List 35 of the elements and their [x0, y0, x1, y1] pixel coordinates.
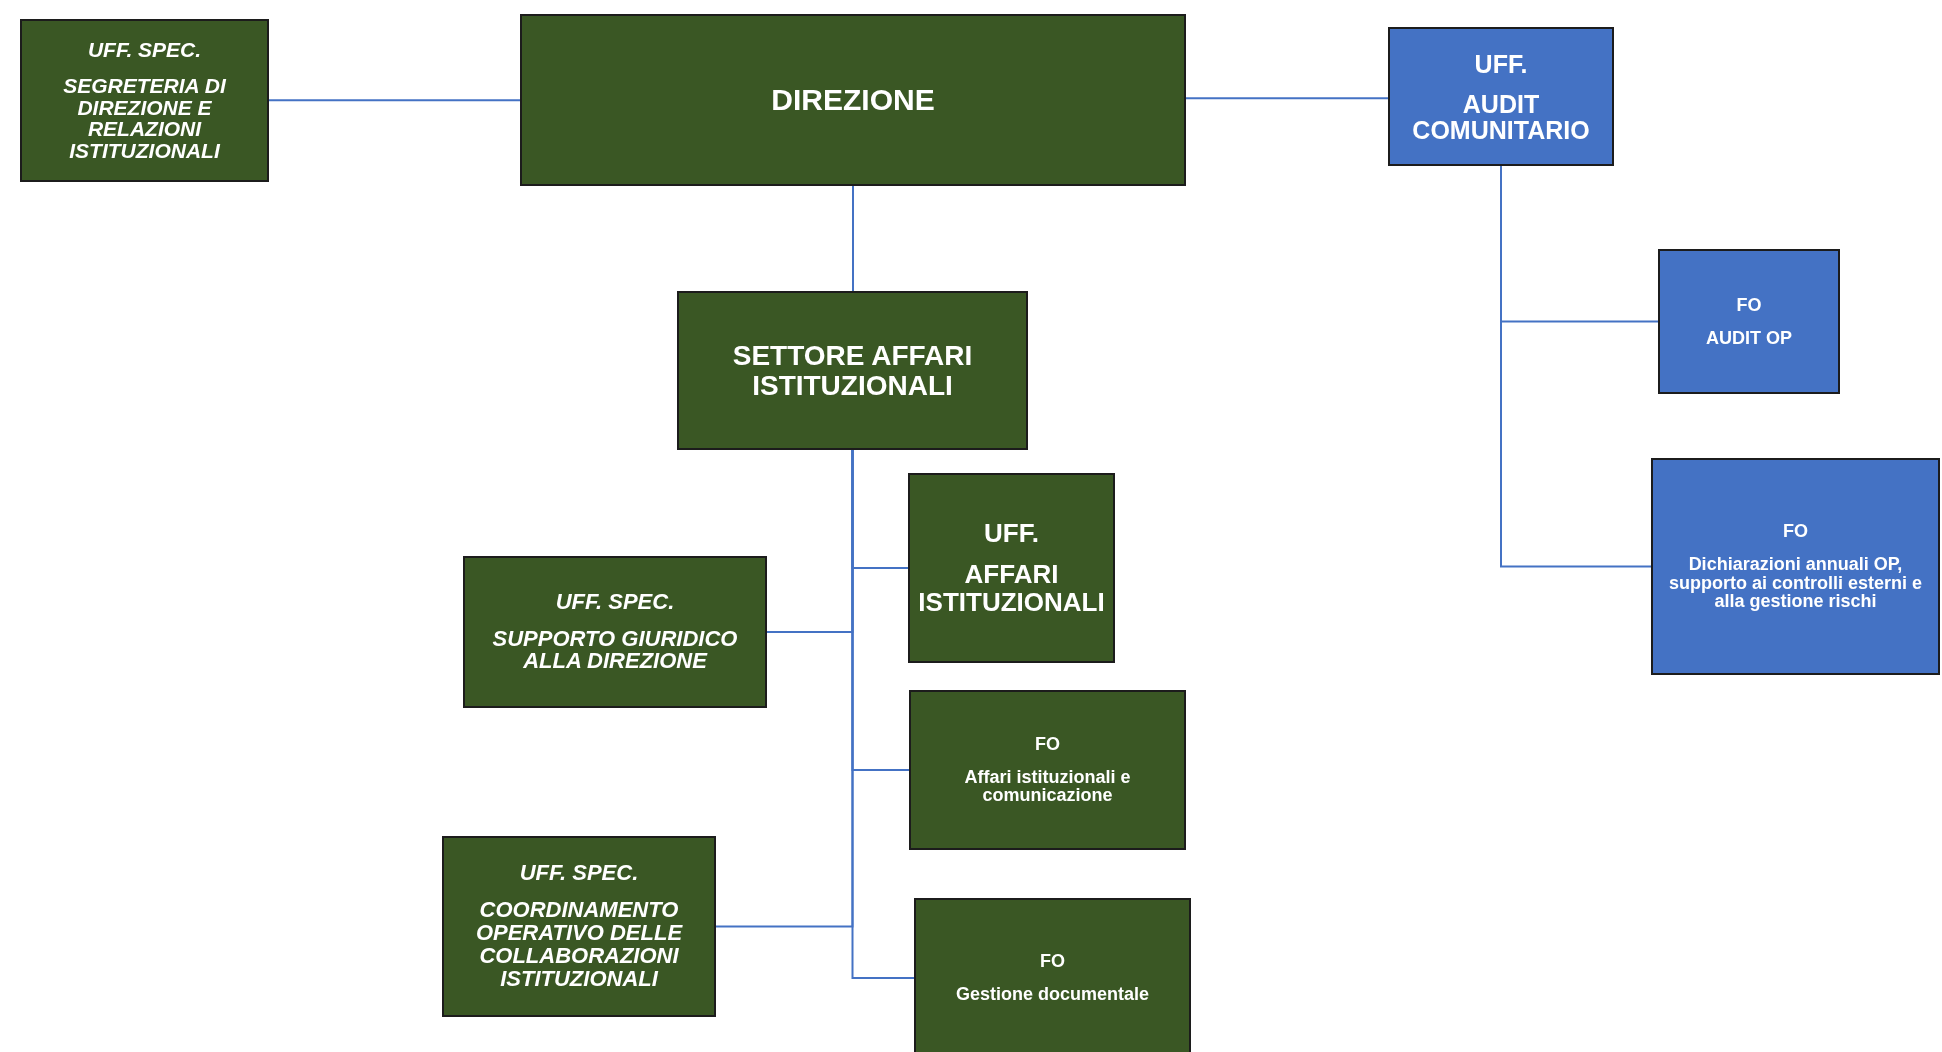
unit-heading: FO [1736, 295, 1762, 315]
org-box [914, 898, 1191, 1052]
unit-heading: FO [1040, 952, 1065, 971]
unit-heading: UFF. [1474, 50, 1528, 77]
unit-name: COORDINAMENTO OPERATIVO DELLE COLLABORAZIONI ISTITUZIONALI [474, 899, 684, 991]
unit-heading: UFF. [984, 520, 1039, 548]
org-box [1651, 458, 1940, 675]
unit-heading: FO [1783, 522, 1808, 541]
unit-name: Dichiarazioni annuali OP, supporto ai controlli esterni e alla gestione rischi [1667, 554, 1923, 611]
unit-heading: FO [1035, 734, 1060, 754]
org-box [909, 690, 1186, 850]
unit-heading: UFF. SPEC. [555, 590, 675, 614]
org-box [1388, 27, 1614, 166]
org-box [20, 19, 269, 182]
connector-line [1185, 97, 1389, 100]
connector-line [852, 185, 854, 292]
org-box [520, 14, 1186, 186]
org-box [908, 473, 1115, 663]
unit-name: AFFARI ISTITUZIONALI [918, 561, 1105, 616]
org-box [463, 556, 767, 708]
unit-heading: UFF. SPEC. [87, 38, 202, 61]
unit-name: SETTORE AFFARI ISTITUZIONALI [731, 341, 974, 400]
unit-name: SUPPORTO GIURIDICO ALLA DIREZIONE [491, 627, 739, 674]
connector-line [851, 449, 915, 979]
org-box [442, 836, 716, 1017]
unit-name: Gestione documentale [955, 985, 1149, 1004]
unit-heading: UFF. SPEC. [519, 862, 639, 886]
org-box [1658, 249, 1840, 394]
unit-name: Affari istituzionali e comunicazione [963, 767, 1132, 806]
org-box [677, 291, 1028, 450]
unit-name: SEGRETERIA DI DIREZIONE E RELAZIONI ISTITUZIONALI [62, 74, 227, 163]
unit-name: AUDIT COMUNITARIO [1411, 90, 1591, 143]
unit-name: DIREZIONE [771, 84, 935, 116]
unit-name: AUDIT OP [1706, 328, 1792, 348]
connector-line [268, 99, 521, 102]
